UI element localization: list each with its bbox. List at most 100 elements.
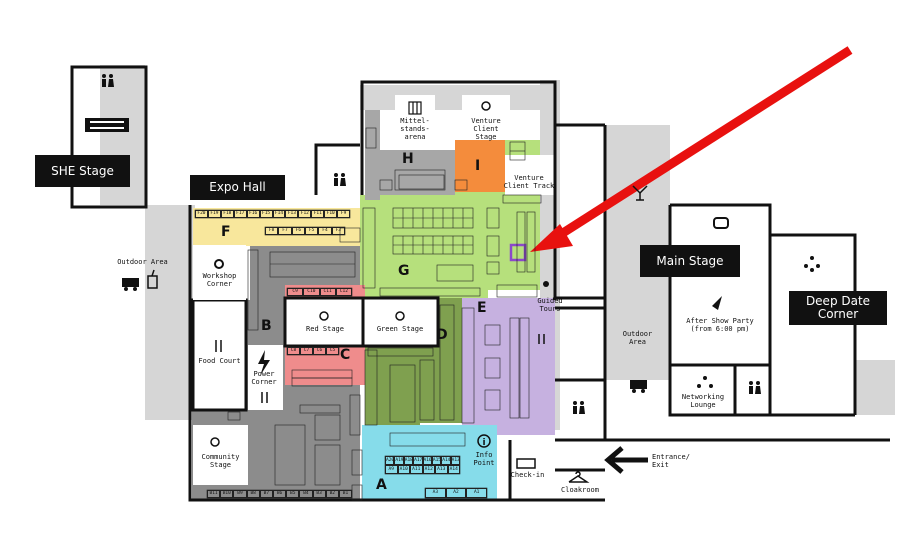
- food-truck-icon: [122, 278, 647, 393]
- booth-f16[interactable]: F16: [246, 210, 260, 218]
- venture-track-room: [505, 155, 555, 195]
- mittelstandsarena-label[interactable]: Mittel- stands- arena: [400, 117, 430, 141]
- fork-knife-icon: [215, 334, 545, 403]
- venture-client-stage-label[interactable]: Venture Client Stage: [471, 117, 501, 141]
- booth-c8[interactable]: C8: [287, 347, 300, 355]
- workshop-corner-label[interactable]: Workshop Corner: [202, 272, 237, 288]
- booth-a2[interactable]: A2: [445, 488, 467, 498]
- after-show-party-label[interactable]: After Show Party (from 6:00 pm): [686, 317, 754, 333]
- zone-letter-e: E: [477, 300, 487, 316]
- booth-a13[interactable]: A13: [450, 456, 460, 465]
- booth-b11[interactable]: B11: [207, 490, 221, 498]
- booth-f17[interactable]: F17: [233, 210, 247, 218]
- corridor-left: [145, 205, 195, 420]
- booth-c12[interactable]: C12: [335, 288, 352, 296]
- booth-f4[interactable]: F4: [318, 227, 332, 235]
- booth-f15[interactable]: F15: [259, 210, 273, 218]
- booth-b8[interactable]: B8: [246, 490, 260, 498]
- green-stage-label[interactable]: Green Stage: [376, 325, 424, 333]
- booth-c10[interactable]: C10: [303, 288, 320, 296]
- booth-f12[interactable]: F12: [298, 210, 312, 218]
- booth-f6[interactable]: F6: [291, 227, 305, 235]
- booth-f14[interactable]: F14: [272, 210, 286, 218]
- entrance-arrow-icon: [604, 446, 648, 474]
- booth-b9[interactable]: B9: [233, 490, 247, 498]
- she-stage-sign[interactable]: SHE Stage: [35, 155, 130, 187]
- booth-a14[interactable]: A14: [441, 456, 451, 465]
- booth-f9[interactable]: F9: [337, 210, 351, 218]
- booth-f13[interactable]: F13: [285, 210, 299, 218]
- booth-a10[interactable]: A10: [397, 465, 410, 474]
- booth-a19[interactable]: A19: [394, 456, 404, 465]
- booth-a1[interactable]: A1: [466, 488, 488, 498]
- entrance-exit-label[interactable]: Entrance/ Exit: [652, 453, 690, 469]
- check-in-label[interactable]: Check-in: [510, 471, 545, 479]
- booth-b10[interactable]: B10: [220, 490, 234, 498]
- booth-b6[interactable]: B6: [272, 490, 287, 498]
- booth-f5[interactable]: F5: [304, 227, 319, 235]
- booth-c9[interactable]: C9: [287, 288, 304, 296]
- food-court-label[interactable]: Food Court: [198, 357, 241, 365]
- party-icon: [712, 296, 722, 310]
- booth-c11[interactable]: C11: [319, 288, 336, 296]
- booth-f20[interactable]: F20: [195, 210, 208, 218]
- hanger-icon: [568, 471, 590, 483]
- booth-a16[interactable]: A16: [422, 456, 432, 465]
- red-stage-label[interactable]: Red Stage: [306, 325, 344, 333]
- she-logo-icon: [85, 118, 129, 132]
- booth-f19[interactable]: F19: [207, 210, 221, 218]
- expo-hall-sign[interactable]: Expo Hall: [190, 175, 285, 200]
- booth-a12[interactable]: A12: [422, 465, 435, 474]
- zone-letter-b: B: [261, 318, 272, 334]
- cloakroom-label[interactable]: Cloakroom: [561, 486, 599, 494]
- zone-i-area: [455, 140, 505, 192]
- location-pin-icon: [543, 281, 549, 287]
- main-stage-sign[interactable]: Main Stage: [640, 245, 740, 277]
- booth-a15[interactable]: A15: [431, 456, 442, 465]
- booth-b2[interactable]: B2: [325, 490, 339, 498]
- power-corner-label[interactable]: Power Corner: [251, 370, 277, 386]
- booth-f8[interactable]: F8: [265, 227, 279, 235]
- booth-b4[interactable]: B4: [299, 490, 313, 498]
- booth-b3[interactable]: B3: [312, 490, 326, 498]
- booth-a20[interactable]: A20: [385, 456, 395, 465]
- booth-f11[interactable]: F11: [311, 210, 325, 218]
- booth-c5[interactable]: C5: [326, 347, 339, 355]
- svg-text:i: i: [482, 438, 485, 448]
- booth-a14[interactable]: A14: [447, 465, 460, 474]
- zone-letter-d: D: [436, 327, 448, 343]
- booth-a11[interactable]: A11: [410, 465, 423, 474]
- pointer-arrow-icon: [530, 46, 853, 252]
- booth-a17[interactable]: A17: [413, 456, 423, 465]
- booth-b1[interactable]: B1: [338, 490, 353, 498]
- booth-b7[interactable]: B7: [259, 490, 273, 498]
- outdoor-area-left-label: Outdoor Area: [117, 258, 168, 266]
- booth-a18[interactable]: A18: [403, 456, 414, 465]
- community-stage-label[interactable]: Community Stage: [201, 453, 240, 469]
- guided-tours-label[interactable]: Guided Tours: [537, 297, 563, 313]
- booth-f10[interactable]: F10: [324, 210, 338, 218]
- drink-icon: [147, 269, 158, 289]
- booth-a13[interactable]: A13: [435, 465, 448, 474]
- booth-c7[interactable]: C7: [300, 347, 313, 355]
- venture-client-track-label[interactable]: Venture Client Track: [503, 174, 555, 190]
- outdoor-area-right-label: Outdoor Area: [622, 330, 653, 346]
- deep-date-corner-sign[interactable]: Deep Date Corner: [789, 291, 887, 325]
- booth-f7[interactable]: F7: [278, 227, 292, 235]
- info-icon: [477, 434, 491, 448]
- booth-f18[interactable]: F18: [220, 210, 234, 218]
- booth-c6[interactable]: C6: [313, 347, 326, 355]
- booth-grid-hi: [365, 127, 526, 191]
- info-point-label[interactable]: Info Point: [473, 451, 495, 467]
- booth-a9[interactable]: A9: [385, 465, 398, 474]
- booth-a3[interactable]: A3: [425, 488, 446, 498]
- booth-b5[interactable]: B5: [286, 490, 300, 498]
- networking-lounge-label[interactable]: Networking Lounge: [681, 393, 725, 409]
- booth-f3[interactable]: F3: [331, 227, 345, 235]
